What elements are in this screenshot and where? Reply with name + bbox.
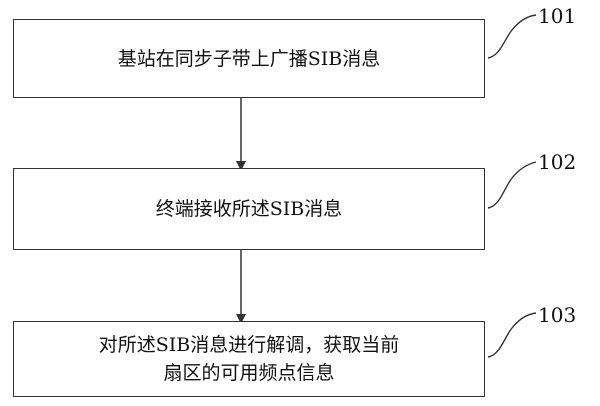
step-text-103-line1: 对所述SIB消息进行解调，获取当前 <box>98 334 400 356</box>
step-text-103: 对所述SIB消息进行解调，获取当前 扇区的可用频点信息 <box>99 331 400 387</box>
step-number-103: 103 <box>538 303 577 327</box>
step-number-102: 102 <box>538 150 577 174</box>
step-text-102: 终端接收所述SIB消息 <box>155 198 343 220</box>
leader-line-101 <box>487 14 537 59</box>
step-box-103: 对所述SIB消息进行解调，获取当前 扇区的可用频点信息 <box>13 321 485 397</box>
leader-line-102 <box>487 161 537 209</box>
step-number-101: 101 <box>538 4 577 28</box>
step-text-101: 基站在同步子带上广播SIB消息 <box>117 47 381 70</box>
leader-line-103 <box>487 312 537 358</box>
step-text-103-line2: 扇区的可用频点信息 <box>163 362 335 384</box>
step-box-101: 基站在同步子带上广播SIB消息 <box>13 19 485 98</box>
step-box-102: 终端接收所述SIB消息 <box>13 168 485 250</box>
